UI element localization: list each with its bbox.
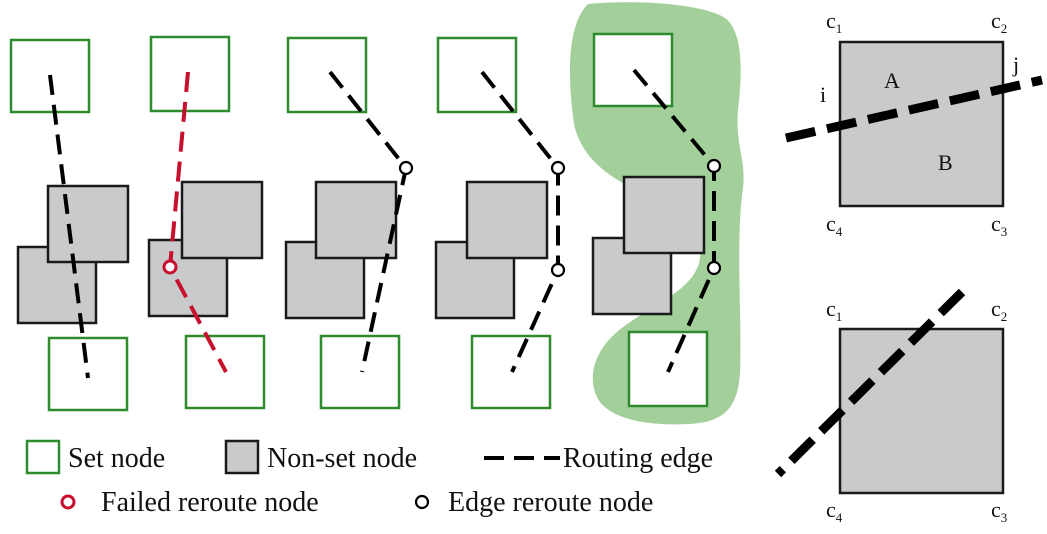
corner-c4-label: c4 xyxy=(826,211,843,239)
non-set-node-upper xyxy=(314,180,398,260)
legend-failed-reroute-swatch xyxy=(60,494,76,510)
edge-reroute-node-2 xyxy=(550,262,566,278)
routing-edge xyxy=(48,74,90,379)
corner-c3-label: c3 xyxy=(991,497,1007,525)
crossing-edge xyxy=(774,288,966,478)
set-node-top xyxy=(592,32,674,108)
legend-set-node-swatch xyxy=(25,439,61,475)
corner-c1-label: c1 xyxy=(826,296,842,324)
region-b-label: B xyxy=(938,150,953,175)
legend: Set node Non-set node Routing edge Faile… xyxy=(25,439,713,518)
legend-edge-reroute-swatch xyxy=(414,494,430,510)
step-1-straight-edge xyxy=(9,38,130,412)
legend-failed-reroute-label: Failed reroute node xyxy=(101,487,319,518)
edge-reroute-node xyxy=(398,160,414,176)
non-set-node-upper xyxy=(180,180,264,260)
set-region-hull xyxy=(569,2,744,425)
legend-routing-edge-label: Routing edge xyxy=(563,443,713,474)
set-node-bottom xyxy=(319,334,401,410)
corner-c2-label: c2 xyxy=(991,296,1007,324)
corner-c4-label: c4 xyxy=(826,497,843,525)
crossing-diagram-top: c1 c2 c3 c4 i j A B xyxy=(785,8,1043,239)
non-set-node-upper xyxy=(465,180,549,260)
step-5-set-region xyxy=(569,2,744,425)
crossing-diagram-bottom: c1 c2 c3 c4 xyxy=(774,288,1007,525)
step-2-failed-reroute xyxy=(147,35,266,410)
edge-reroute-node-1 xyxy=(550,160,566,176)
non-set-node-upper xyxy=(46,184,130,264)
set-node-bottom xyxy=(627,330,709,408)
edge-reroute-node-1 xyxy=(706,158,722,174)
entry-point-i-label: i xyxy=(820,82,826,107)
failed-reroute-node xyxy=(162,259,178,275)
routing-edge xyxy=(632,68,716,373)
step-3-reroute-one-node xyxy=(284,36,414,410)
exit-point-j-label: j xyxy=(1012,52,1019,77)
legend-set-node-label: Set node xyxy=(68,443,165,474)
legend-non-set-node-label: Non-set node xyxy=(267,443,417,474)
corner-c1-label: c1 xyxy=(826,8,842,36)
legend-non-set-node-swatch xyxy=(224,439,260,475)
non-set-node-upper xyxy=(622,175,706,255)
crossed-node-square xyxy=(838,327,1005,495)
step-4-reroute-two-nodes xyxy=(434,36,566,410)
set-node-top xyxy=(149,35,231,113)
set-node-bottom xyxy=(470,334,552,410)
region-a-label: A xyxy=(884,68,900,93)
corner-c2-label: c2 xyxy=(991,8,1007,36)
legend-edge-reroute-label: Edge reroute node xyxy=(448,487,653,518)
corner-c3-label: c3 xyxy=(991,211,1007,239)
crossing-edge xyxy=(785,75,1043,143)
crossed-node-square xyxy=(838,40,1005,208)
edge-reroute-node-2 xyxy=(706,260,722,276)
routing-edge xyxy=(480,70,560,373)
